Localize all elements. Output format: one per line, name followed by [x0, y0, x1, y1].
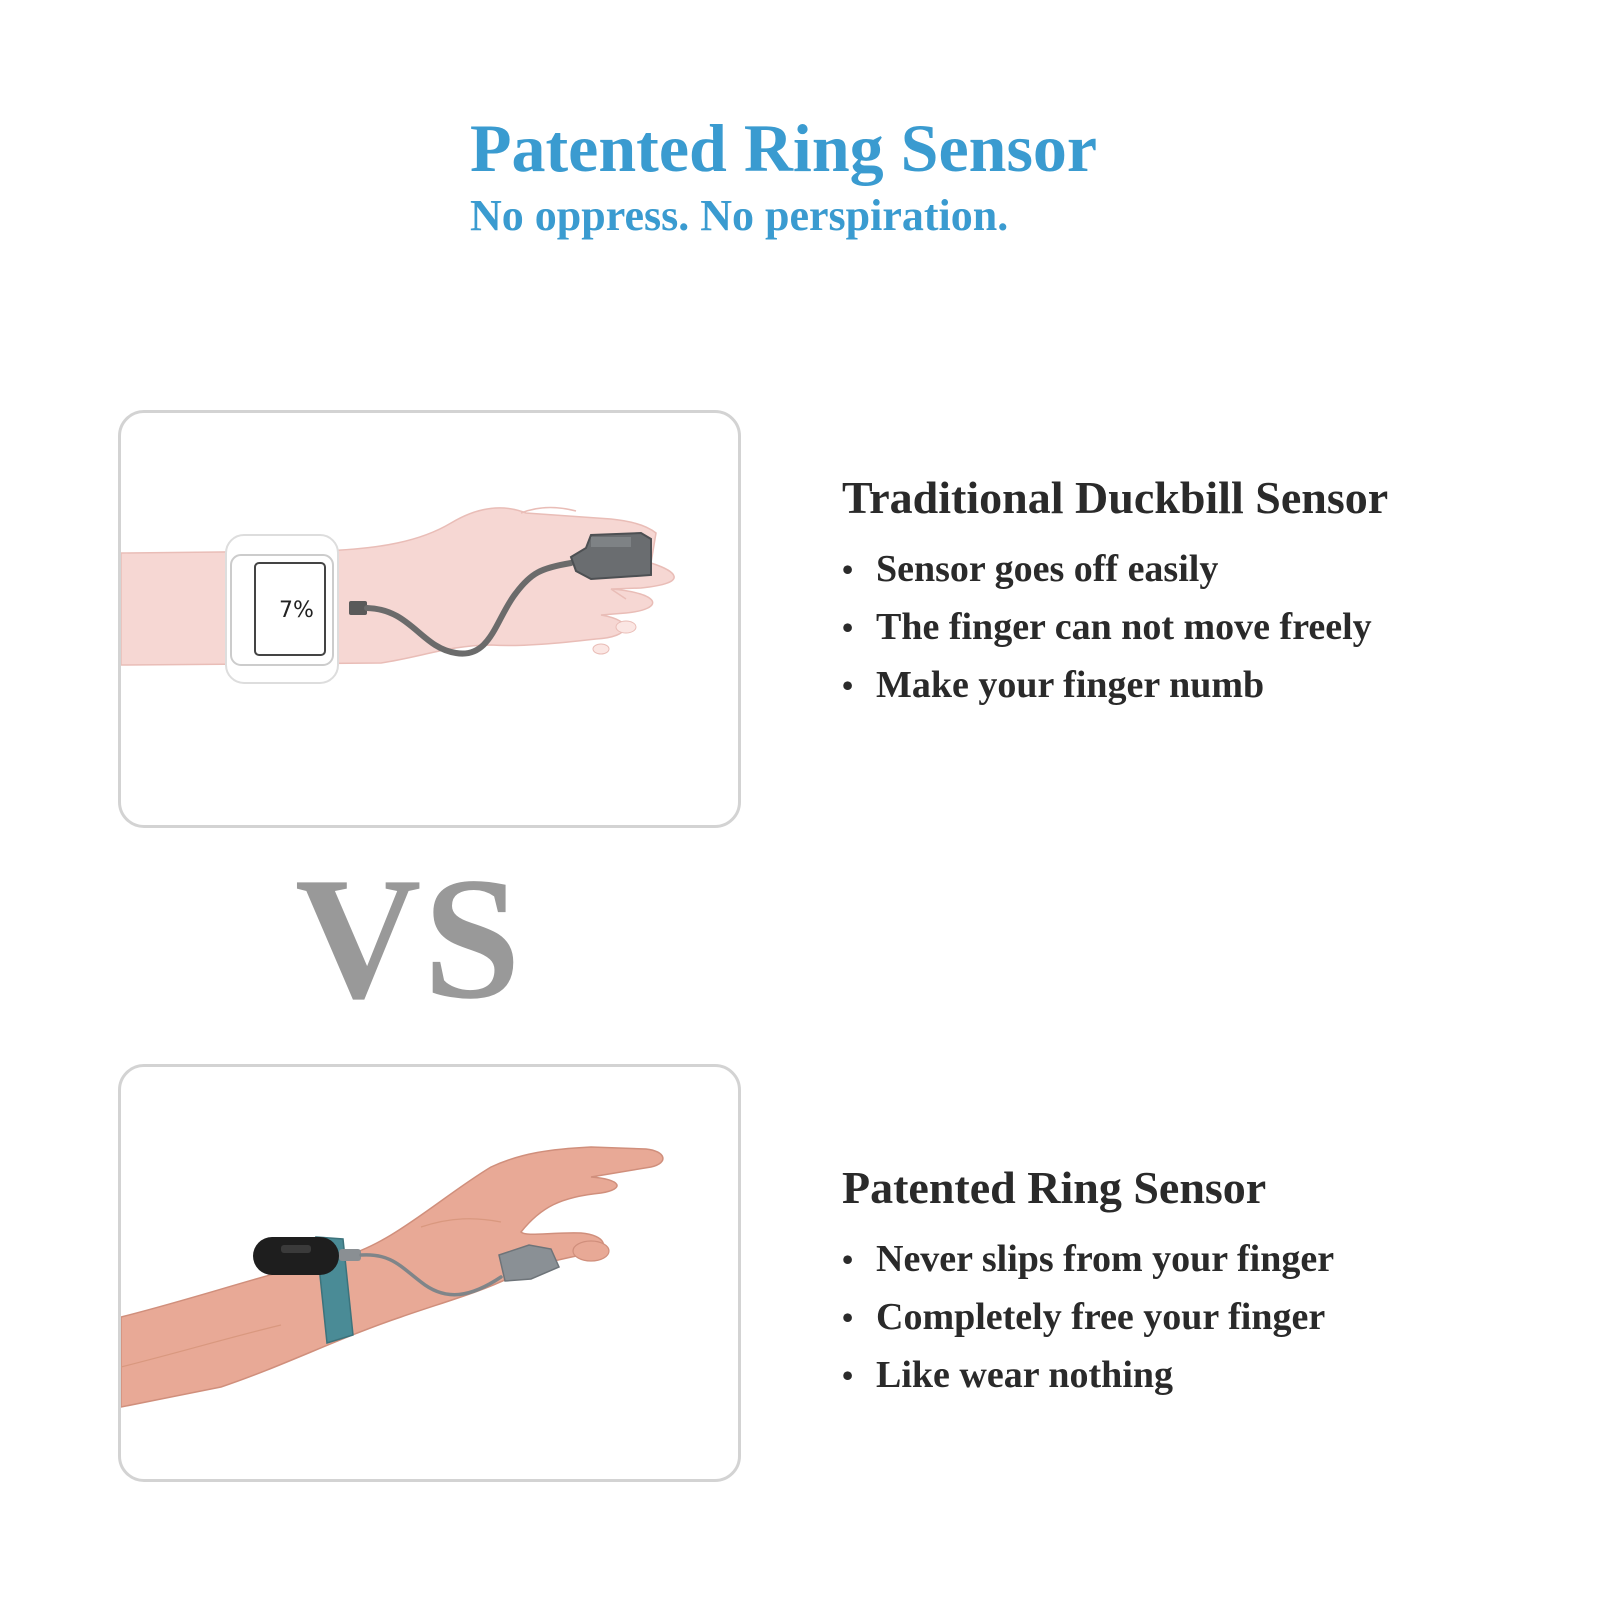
list-item: • Never slips from your finger: [842, 1230, 1562, 1288]
bullet-text: Like wear nothing: [876, 1354, 1174, 1396]
bullet-icon: •: [842, 609, 854, 645]
list-item: • Completely free your finger: [842, 1288, 1562, 1346]
traditional-sensor-panel: 7%: [118, 410, 741, 828]
traditional-sensor-bullets: • Sensor goes off easily • The finger can …: [842, 540, 1562, 714]
page-subtitle: No oppress. No perspiration.: [470, 191, 1009, 240]
bullet-text: Sensor goes off easily: [876, 548, 1219, 590]
list-item: • Sensor goes off easily: [842, 540, 1562, 598]
ring-sensor: [498, 1244, 560, 1282]
ring-sensor-illustration: [121, 1146, 664, 1408]
header: Patented Ring Sensor No oppress. No pers…: [470, 108, 1190, 242]
list-item: • Make your finger numb: [842, 656, 1562, 714]
monitor-readout: 7%: [279, 598, 314, 623]
ring-sensor-bullets: • Never slips from your finger • Completel…: [842, 1230, 1562, 1404]
bullet-text: The finger can not move freely: [876, 606, 1372, 648]
bullet-text: Completely free your finger: [876, 1296, 1326, 1338]
bullet-text: Make your finger numb: [876, 664, 1265, 706]
list-item: • Like wear nothing: [842, 1346, 1562, 1404]
traditional-sensor-title: Traditional Duckbill Sensor: [842, 472, 1389, 523]
monitor-screen: [254, 562, 326, 656]
bullet-text: Never slips from your finger: [876, 1238, 1335, 1280]
hand-illustration: [121, 507, 675, 666]
duckbill-sensor-illustration: 7%: [121, 506, 675, 684]
bullet-icon: •: [842, 1357, 854, 1393]
traditional-sensor-section: Traditional Duckbill Sensor • Sensor goes…: [842, 470, 1562, 714]
bullet-icon: •: [842, 551, 854, 587]
list-item: • The finger can not move freely: [842, 598, 1562, 656]
sensor-cable: [364, 560, 574, 657]
wrist-monitor: [253, 1237, 339, 1275]
ring-sensor-title: Patented Ring Sensor: [842, 1162, 1267, 1213]
ring-sensor-panel: [118, 1064, 741, 1482]
bullet-icon: •: [842, 667, 854, 703]
arm-hand-illustration: [121, 1146, 664, 1408]
page-title: Patented Ring Sensor: [470, 110, 1098, 186]
bullet-icon: •: [842, 1241, 854, 1277]
ring-sensor-section: Patented Ring Sensor • Never slips from y…: [842, 1160, 1562, 1404]
ring-sensor-cable: [359, 1253, 503, 1297]
bullet-icon: •: [842, 1299, 854, 1335]
vs-label: VS: [295, 841, 523, 1035]
